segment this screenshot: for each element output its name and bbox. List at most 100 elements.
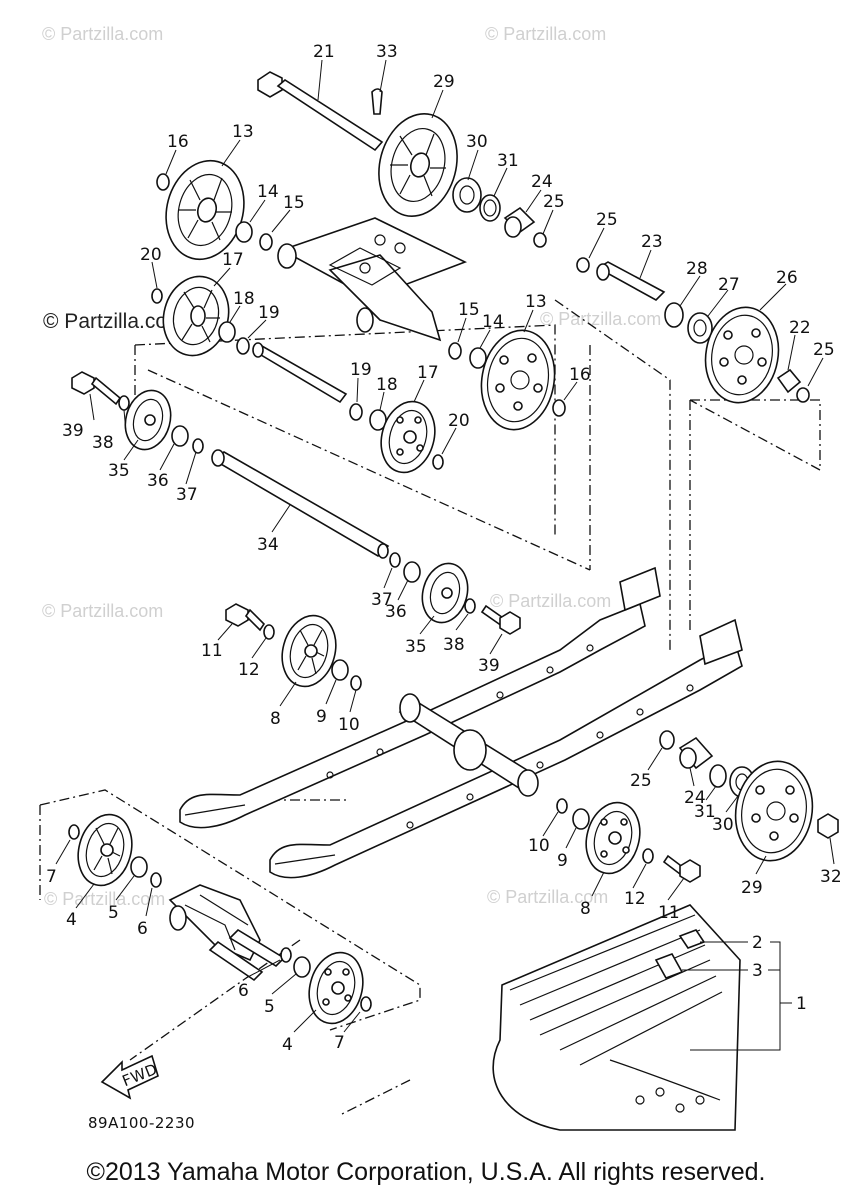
circlip-31b (709, 764, 727, 788)
collar-18a (218, 321, 236, 343)
callout-label: 20 (140, 245, 162, 265)
collar-5a (130, 856, 148, 878)
callout-label: 24 (684, 788, 706, 808)
collar-5b (293, 956, 311, 978)
washer-15b (448, 342, 462, 360)
wheel-8b (585, 801, 641, 875)
drawing-code: 89A100-2230 (88, 1114, 195, 1132)
collar-24 (503, 206, 536, 238)
watermark: © Partzilla.com (42, 24, 163, 44)
washer-38b (464, 598, 476, 614)
collar-36b (403, 561, 421, 583)
callout-label: 11 (658, 903, 680, 923)
wheel-35b (421, 562, 469, 624)
washer-25c (796, 387, 810, 403)
bolt-39a (71, 371, 122, 406)
circlip-37b (389, 552, 401, 568)
callout-label: 13 (232, 122, 254, 142)
lower-small-wheel-left (162, 275, 230, 357)
slide-rail-frame (179, 566, 743, 879)
callout-label: 12 (238, 660, 260, 680)
callout-label: 4 (66, 910, 77, 930)
circlip-20a (151, 288, 163, 304)
track-belt (492, 904, 741, 1131)
leader-lines (55, 59, 835, 1051)
callout-label: 29 (741, 878, 763, 898)
callout-label: 6 (238, 981, 249, 1001)
callout-label: 33 (376, 42, 398, 62)
callout-label: 24 (531, 172, 553, 192)
washer-25a (533, 232, 547, 248)
upper-axle-bolt (257, 71, 384, 152)
callout-label: 38 (92, 433, 114, 453)
callout-label: 25 (596, 210, 618, 230)
callout-label: 7 (334, 1033, 345, 1053)
bearing-30 (452, 177, 482, 213)
callout-label: 21 (313, 42, 335, 62)
circlip-16a (156, 173, 170, 191)
upper-wheel-top (378, 113, 458, 217)
watermark: © Partzilla.com (485, 24, 606, 44)
callout-label: 8 (580, 899, 591, 919)
circlip-28 (664, 302, 684, 328)
callout-label: 25 (630, 771, 652, 791)
callout-label: 35 (405, 637, 427, 657)
callout-label: 28 (686, 259, 708, 279)
nut-32 (817, 813, 839, 839)
callout-label: 11 (201, 641, 223, 661)
callout-label: 19 (350, 360, 372, 380)
large-wheel-29b (734, 760, 814, 862)
large-wheel-26 (704, 306, 780, 404)
callout-label: 29 (433, 72, 455, 92)
callout-label: 7 (46, 867, 57, 887)
callout-label: 39 (62, 421, 84, 441)
callout-label: 13 (525, 292, 547, 312)
wheel-4b (308, 951, 364, 1025)
callout-label: 19 (258, 303, 280, 323)
callout-label: 34 (257, 535, 279, 555)
collar-22 (776, 368, 802, 394)
collar-14a (235, 221, 253, 243)
callout-label: 10 (338, 715, 360, 735)
callout-label: 17 (417, 363, 439, 383)
circlip-6a (150, 872, 162, 888)
callout-label: 15 (458, 300, 480, 320)
callout-label: 23 (641, 232, 663, 252)
circlip-10b (556, 798, 568, 814)
circlip-16b (552, 399, 566, 417)
circlip-6b (280, 947, 292, 963)
washer-15a (259, 233, 273, 251)
collar-24b (678, 736, 714, 770)
callout-label: 18 (376, 375, 398, 395)
callout-label: 27 (718, 275, 740, 295)
wheel-35a (124, 389, 172, 451)
bolt-11a (225, 603, 266, 632)
washer-38a (118, 395, 130, 411)
callout-label: 37 (176, 485, 198, 505)
callout-label: 15 (283, 193, 305, 213)
callout-label: 32 (820, 867, 842, 887)
watermark: © Partzilla.com (44, 889, 165, 909)
callout-label: 31 (694, 802, 716, 822)
upper-wheel-left (165, 159, 245, 261)
circlip-7a (68, 824, 80, 840)
cotter-pin (371, 88, 383, 115)
washer-12a (263, 624, 275, 640)
watermark: © Partzilla.com (490, 591, 611, 611)
watermark: © Partzilla.com (42, 601, 163, 621)
callout-label: 14 (482, 312, 504, 332)
callout-label: 8 (270, 709, 281, 729)
callout-label: 36 (147, 471, 169, 491)
callout-label: 1 (796, 994, 807, 1014)
washer-19a (236, 337, 250, 355)
forward-direction-arrow: FWD (100, 1054, 160, 1100)
callout-label: 22 (789, 318, 811, 338)
circlip-37a (192, 438, 204, 454)
middle-shaft (252, 342, 348, 404)
bolt-11b (662, 854, 701, 883)
shaft-23 (596, 261, 666, 301)
callout-label: 16 (569, 365, 591, 385)
washer-19b (349, 403, 363, 421)
circlip-31 (479, 194, 501, 222)
